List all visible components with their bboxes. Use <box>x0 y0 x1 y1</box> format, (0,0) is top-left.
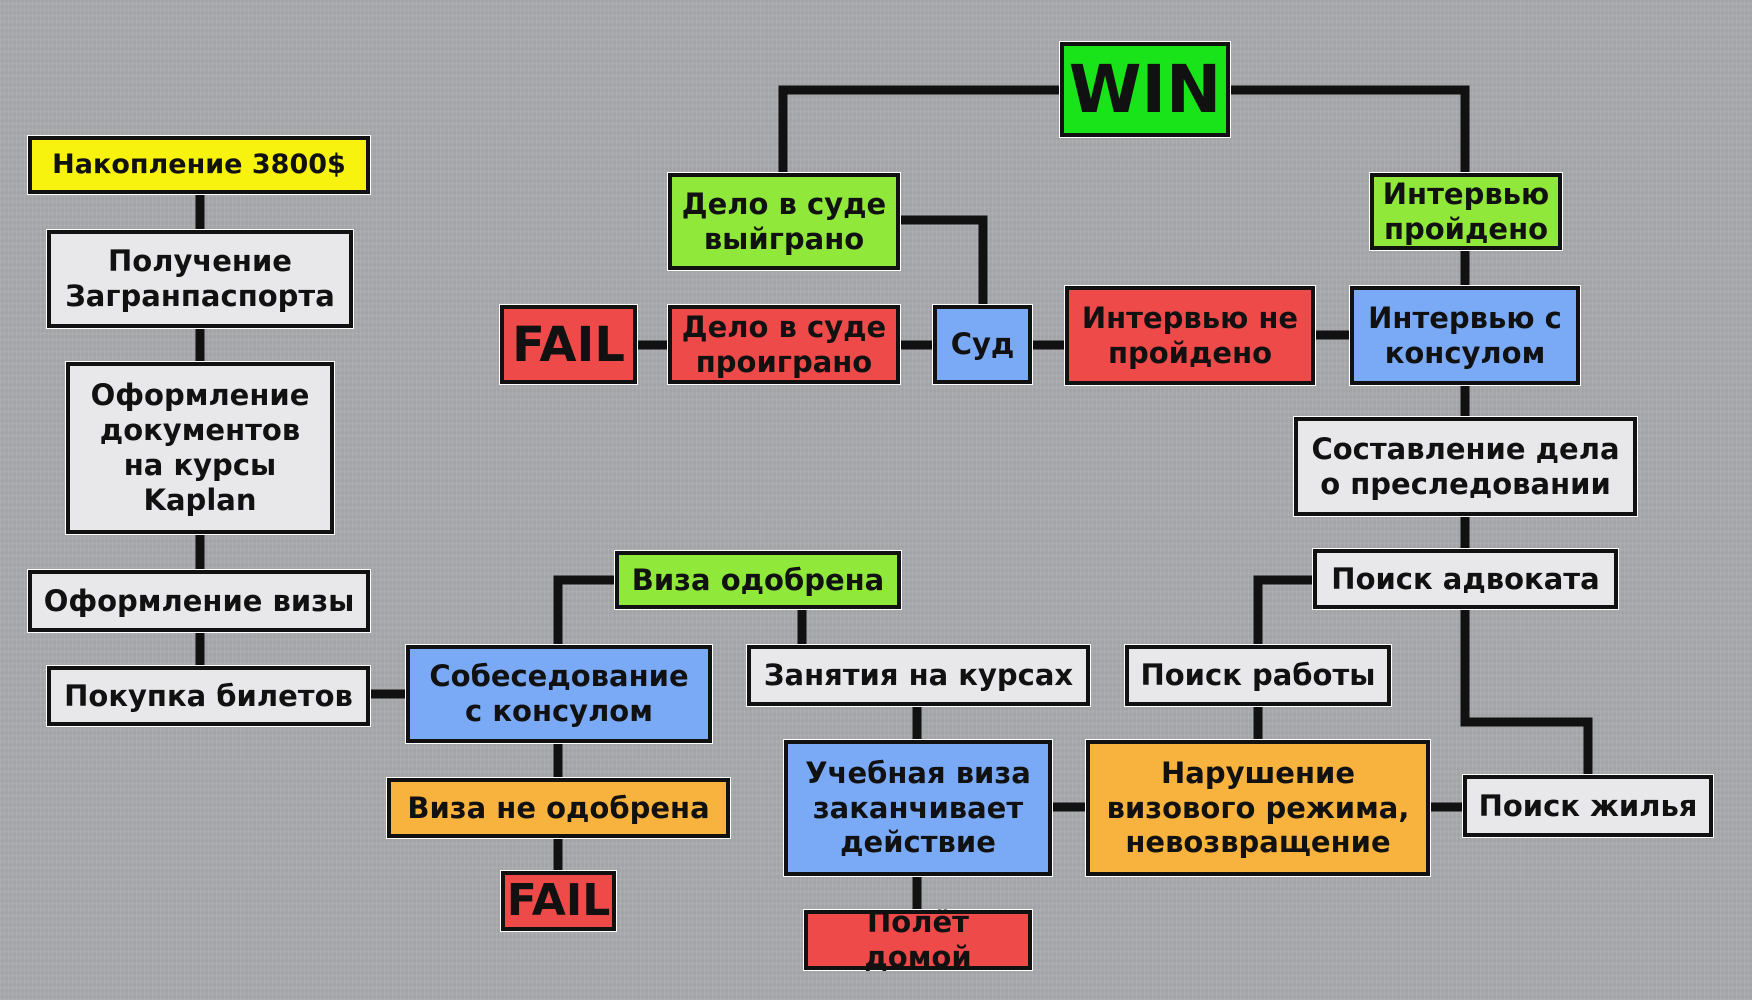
node-poisk-raboty: Поиск работы <box>1125 645 1391 706</box>
edge-rabota-advokat <box>1253 575 1315 647</box>
node-poisk-advokata: Поиск адвоката <box>1313 549 1618 609</box>
edge-sud-vyigrano <box>898 215 988 307</box>
node-poisk-zhilya: Поиск жилья <box>1463 775 1713 837</box>
node-polet-domoy: Полёт домой <box>804 905 1032 974</box>
node-intervyu-proydeno: Интервью пройдено <box>1370 173 1562 250</box>
node-kaplan: Оформление документов на курсы Kaplan <box>66 362 334 534</box>
node-bilety: Покупка билетов <box>47 666 370 726</box>
node-uchebnaya-viza: Учебная виза заканчивает действие <box>784 740 1052 876</box>
edge-vyigrano-win <box>778 85 1060 175</box>
node-viza-odobrena: Виза одобрена <box>615 551 901 609</box>
node-narushenie: Нарушение визового режима, невозвращение <box>1086 740 1430 876</box>
node-intervyu-ne-proydeno: Интервью не пройдено <box>1065 286 1315 385</box>
node-intervyu-konsul: Интервью с консулом <box>1350 286 1580 385</box>
node-viza-oform: Оформление визы <box>28 570 370 632</box>
edge-zhilye-advokat <box>1460 607 1593 777</box>
node-delo-proigrano: Дело в суде проиграно <box>668 305 900 384</box>
node-fail-bottom: FAIL <box>501 871 616 931</box>
edge-sobesedovanie-odobrena <box>553 575 617 647</box>
node-nakoplenie: Накопление 3800$ <box>28 136 370 194</box>
node-sostavlenie-dela: Составление дела о преследовании <box>1294 417 1637 516</box>
node-zagranpasport: Получение Загранпаспорта <box>47 230 353 328</box>
node-zanyatiya: Занятия на курсах <box>747 645 1090 706</box>
node-viza-ne-odobrena: Виза не одобрена <box>387 778 730 838</box>
node-sobesedovanie: Собеседование с консулом <box>406 645 712 743</box>
node-sud: Суд <box>933 305 1032 384</box>
edge-proydeno-win <box>1230 85 1470 175</box>
node-delo-vyigrano: Дело в суде выйграно <box>668 173 900 270</box>
node-win: WIN <box>1060 42 1230 137</box>
node-fail-top: FAIL <box>500 305 637 384</box>
